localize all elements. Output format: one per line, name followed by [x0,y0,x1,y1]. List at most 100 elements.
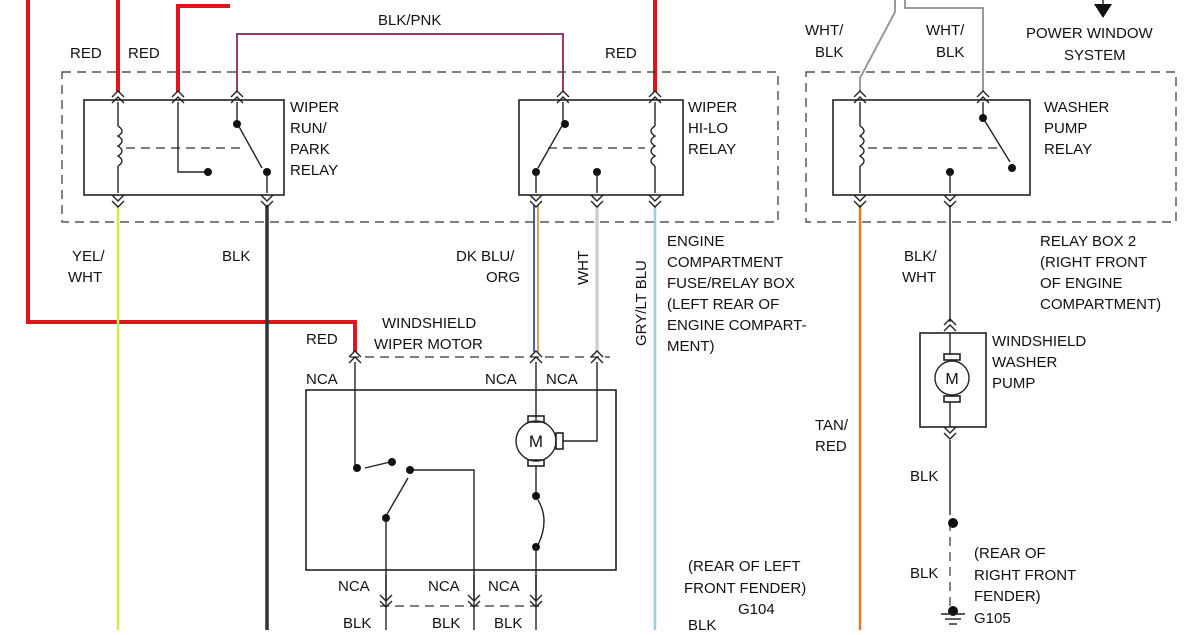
wht-blk-wire-a [859,0,896,92]
terminal-chevron [171,96,185,104]
terminal-chevron [590,194,604,202]
relay-body [83,99,285,196]
label-tan-red-2: RED [815,438,847,455]
label-hi-lo-1: WIPER [688,99,737,116]
wiper-hi-lo-relay [518,99,684,196]
contact-dot [561,120,569,128]
terminal-chevron [943,324,957,332]
terminal-chevron [648,194,662,202]
relay-coil [650,102,657,193]
label-gry-lt-blu: GRY/LT BLU [633,260,650,346]
relay-switch-arm [982,102,1011,163]
contact-dot [532,492,540,500]
label-blk-b3: BLK [494,615,522,630]
label-blk-1: BLK [222,248,250,265]
terminal-chevron [943,194,957,202]
label-g105: G105 [974,610,1011,627]
circuit-breaker-arc [537,499,545,546]
terminal-chevron [943,432,957,440]
terminal-chevron [943,318,957,326]
terminal-chevron [260,194,274,202]
terminal-chevron [348,356,362,364]
washer-pump-relay [832,99,1031,196]
terminal-chevron [529,194,543,202]
label-power-window-1: POWER WINDOW [1026,25,1153,42]
label-g105-loc-1: (REAR OF [974,545,1046,562]
label-relay-box2-1: RELAY BOX 2 [1040,233,1136,250]
label-engine-box-2: COMPARTMENT [667,254,783,271]
label-run-park-4: RELAY [290,162,338,179]
terminal-chevron [943,200,957,208]
terminal-chevron [648,90,662,98]
label-wht-blk-a-2: BLK [815,44,843,61]
terminal-chevron [943,426,957,434]
label-wiper-motor-2: WIPER MOTOR [374,336,483,353]
relay-box-2-outline [805,71,1177,223]
terminal-chevron [853,96,867,104]
label-nca-1: NCA [306,371,338,388]
terminal-chevron [976,96,990,104]
relay-body [832,99,1031,196]
windshield-washer-pump: M [919,332,987,625]
blk-pnk-wire [236,33,564,92]
label-hi-lo-2: HI-LO [688,120,728,137]
contact-dot [406,466,414,474]
label-g105-loc-3: FENDER) [974,588,1041,605]
pump-box [919,332,987,428]
label-washer-pump-2: WASHER [992,354,1057,371]
terminal-chevron [111,200,125,208]
park-switch-lead [410,469,475,600]
label-g104-loc-1: (REAR OF LEFT [688,558,801,575]
label-blk-wht-2: WHT [902,269,936,286]
contact-dot [204,168,212,176]
red-wire-b [176,4,230,92]
terminal-chevron [348,350,362,358]
label-engine-box-6: MENT) [667,338,715,355]
label-hi-lo-3: RELAY [688,141,736,158]
label-g104: G104 [738,601,775,618]
label-washer-relay-1: WASHER [1044,99,1109,116]
label-blk-pnk: BLK/PNK [378,12,441,29]
terminal-chevron [529,356,543,364]
motor-housing [305,389,617,571]
terminal-chevron [976,90,990,98]
terminal-chevron [556,96,570,104]
motor-m-label: M [529,432,543,451]
terminal-chevron [529,200,543,208]
label-washer-pump-1: WINDSHIELD [992,333,1086,350]
contact-dot [353,464,361,472]
terminal-chevron [590,356,604,364]
label-blk-2: BLK [910,468,938,485]
label-blk-wht-1: BLK/ [904,248,937,265]
label-tan-red-1: TAN/ [815,417,849,434]
label-run-park-1: WIPER [290,99,339,116]
pump-motor-circle [934,360,970,396]
label-wiper-motor-1: WINDSHIELD [382,315,476,332]
motor-brush [943,353,961,361]
wht-blk-wire-b [904,0,984,92]
label-engine-box-5: ENGINE COMPART- [667,317,806,334]
label-nca-3: NCA [546,371,578,388]
terminal-chevron [260,200,274,208]
label-washer-relay-3: RELAY [1044,141,1092,158]
terminal-chevron [171,90,185,98]
label-g105-loc-2: RIGHT FRONT [974,567,1076,584]
contact-dot [1008,164,1016,172]
label-relay-box2-2: (RIGHT FRONT [1040,254,1147,271]
wiper-run-park-relay [83,99,285,196]
label-yel-wht-1: YEL/ [72,248,105,265]
relay-coil [858,102,865,193]
label-yel-wht-2: WHT [68,269,102,286]
motor-brush [527,415,545,423]
label-g104-loc-2: FRONT FENDER) [684,580,806,597]
splice-dot [948,518,958,528]
label-engine-box-4: (LEFT REAR OF [667,296,779,313]
label-wht-blk-b-2: BLK [936,44,964,61]
terminal-chevron [853,194,867,202]
engine-fuse-box-outline [61,71,779,223]
terminal-chevron [111,194,125,202]
label-red-c: RED [605,45,637,62]
contact-dot [388,458,396,466]
